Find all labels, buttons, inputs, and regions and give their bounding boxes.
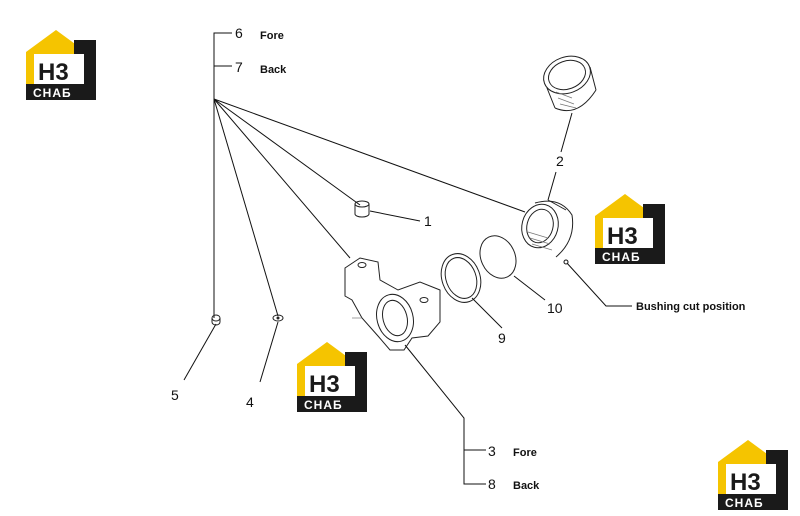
callout-4: 4	[246, 394, 254, 410]
logo-text-h3: H3	[730, 469, 761, 496]
callout-2: 2	[556, 153, 564, 169]
bracket-top	[213, 32, 232, 318]
callout-7: 7	[235, 59, 243, 75]
callout-3: 3	[488, 443, 496, 459]
leader-fan	[213, 98, 526, 317]
callout-8: 8	[488, 476, 496, 492]
logo-text-chab: CHAБ	[33, 86, 72, 100]
part-arm-housing	[344, 257, 486, 485]
logo-top-left: H3 CHAБ	[26, 30, 96, 100]
part-fitting-4	[259, 314, 284, 383]
logo-text-h3: H3	[309, 371, 340, 398]
part-bushing-cut	[521, 171, 632, 307]
logo-mid-left: H3 CHAБ	[297, 342, 367, 412]
label-bushing-cut-position: Bushing cut position	[636, 301, 746, 313]
logo-text-chab: CHAБ	[725, 496, 764, 510]
callout-9: 9	[498, 330, 506, 346]
logo-text-chab: CHAБ	[602, 250, 641, 264]
logo-text-chab: CHAБ	[304, 398, 343, 412]
part-fitting-5	[183, 314, 221, 381]
callout-10: 10	[547, 300, 563, 316]
part-bushing-top	[543, 55, 597, 153]
callout-6: 6	[235, 25, 243, 41]
part-pin	[354, 200, 421, 222]
label-fore-bottom: Fore	[513, 447, 537, 459]
label-back-bottom: Back	[513, 480, 540, 492]
callout-5: 5	[171, 387, 179, 403]
part-oring	[479, 235, 546, 301]
logo-text-h3: H3	[607, 223, 638, 250]
label-fore-top: Fore	[260, 30, 284, 42]
logo-mid-right: H3 CHAБ	[595, 194, 665, 264]
logo-bottom-right: H3 CHAБ	[718, 440, 788, 510]
part-seal-ring	[440, 253, 503, 329]
label-back-top: Back	[260, 64, 287, 76]
callout-1: 1	[424, 213, 432, 229]
logo-text-h3: H3	[38, 59, 69, 86]
